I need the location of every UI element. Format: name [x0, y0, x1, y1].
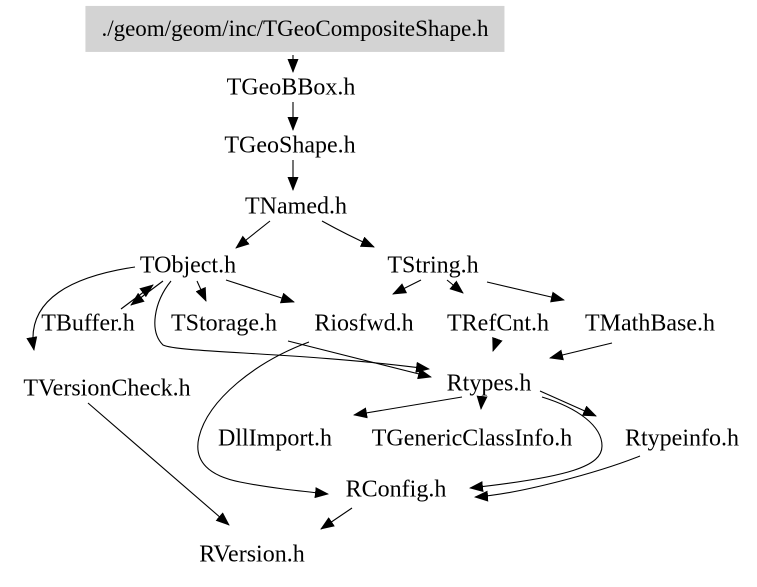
node-tgeobbox[interactable]: TGeoBBox.h — [226, 74, 356, 101]
edge-tstring-riosfwd — [392, 279, 422, 295]
node-trefcnt[interactable]: TRefCnt.h — [447, 310, 549, 337]
node-rtypeinfo[interactable]: Rtypeinfo.h — [625, 425, 739, 452]
edge-tnamed-tobject — [235, 220, 271, 249]
node-root-tgeocompositeshape: ./geom/geom/inc/TGeoCompositeShape.h — [85, 5, 505, 53]
edge-rconfig-rversion — [320, 507, 353, 530]
node-tgenericclassinfo[interactable]: TGenericClassInfo.h — [371, 425, 573, 452]
edge-tversioncheck-rversion — [87, 402, 230, 526]
node-rtypes[interactable]: Rtypes.h — [446, 370, 532, 397]
edge-tobject-riosfwd — [225, 279, 295, 304]
edge-rtypes-rtypeinfo — [539, 390, 597, 417]
edge-rtypeinfo-rconfig — [474, 455, 641, 502]
edge-tnamed-tstring — [321, 220, 375, 248]
edge-rtypes-rconfig — [469, 396, 603, 493]
edge-rtypes-dllimport — [353, 396, 463, 419]
edge-tbuffer-tobject — [120, 284, 154, 310]
edge-riosfwd-rconfig — [197, 341, 329, 499]
edge-trefcnt-rtypes — [492, 336, 503, 352]
edge-rtypes-tgenericclassinfo — [476, 395, 488, 410]
edge-tobject-tversioncheck — [26, 266, 136, 351]
node-tmathbase[interactable]: TMathBase.h — [585, 310, 715, 337]
node-tnamed[interactable]: TNamed.h — [245, 193, 347, 220]
node-tstring[interactable]: TString.h — [387, 252, 479, 279]
edge-tobject-tbuffer — [130, 280, 164, 306]
node-tstorage[interactable]: TStorage.h — [171, 310, 277, 337]
edge-tmathbase-rtypes — [549, 342, 613, 361]
edge-tobject-rtypes — [154, 280, 430, 373]
node-tobject[interactable]: TObject.h — [139, 252, 237, 279]
edge-tstring-tmathbase — [486, 281, 565, 303]
edge-tstring-trefcnt — [446, 279, 464, 294]
node-dllimport[interactable]: DllImport.h — [218, 425, 332, 452]
edge-tobject-tstorage — [195, 280, 207, 302]
node-tbuffer[interactable]: TBuffer.h — [41, 310, 135, 337]
node-rconfig[interactable]: RConfig.h — [345, 476, 447, 503]
node-tversioncheck[interactable]: TVersionCheck.h — [23, 375, 191, 402]
node-rversion[interactable]: RVersion.h — [199, 541, 305, 568]
node-riosfwd[interactable]: Riosfwd.h — [314, 310, 414, 337]
edge-tstorage-rtypes — [287, 340, 432, 380]
node-tgeoshape[interactable]: TGeoShape.h — [224, 132, 356, 159]
